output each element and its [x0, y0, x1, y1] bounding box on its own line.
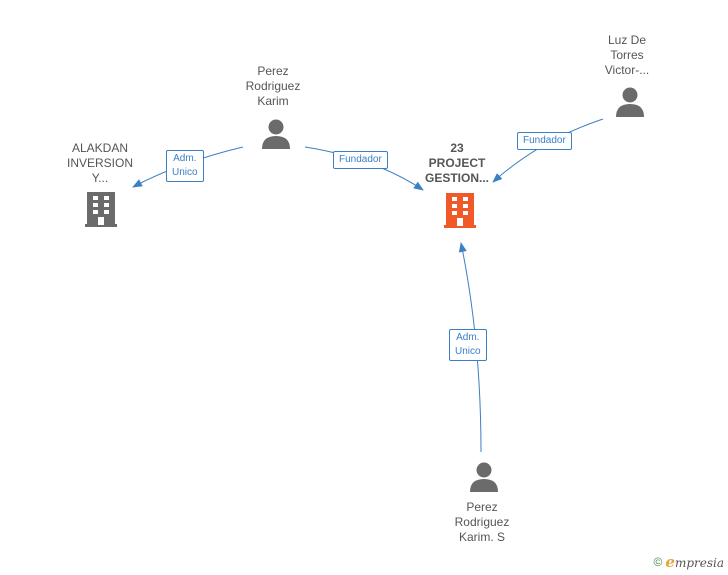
edge-luz-to-center [492, 118, 604, 183]
perez-karim-s-label-line-3: Karim. S [458, 530, 505, 544]
perez-karim-label-line-2: Rodriguez [245, 79, 301, 93]
luz-de-torres-person-icon[interactable] [615, 87, 645, 117]
center-company-label-line-1: 23 [450, 141, 464, 155]
footer-branding: © empresia [654, 553, 724, 571]
alakdan-label-line-2: INVERSION [66, 156, 133, 170]
perez-karim-label-line-3: Karim [257, 94, 289, 108]
edge-label-perez-s-to-center[interactable]: Adm. Unico [449, 329, 487, 361]
center-company-label-line-2: PROJECT [428, 156, 486, 170]
copyright-symbol: © [653, 555, 663, 569]
edge-label-perez-to-center[interactable]: Fundador [333, 151, 388, 169]
perez-karim-person-icon[interactable] [261, 119, 291, 149]
luz-de-torres-label-line-2: Torres [610, 48, 644, 62]
edge-label-line: Adm. [173, 153, 197, 164]
edge-label-line: Fundador [523, 135, 566, 146]
edge-label-line: Fundador [339, 154, 382, 165]
empresia-logo[interactable]: empresia [665, 553, 724, 571]
brand-initial: e [665, 553, 675, 571]
edge-label-perez-to-alakdan[interactable]: Adm. Unico [166, 150, 204, 182]
perez-karim-label[interactable]: Perez Rodriguez Karim [228, 64, 318, 109]
perez-karim-s-label[interactable]: Perez Rodriguez Karim. S [437, 500, 527, 545]
center-company-label[interactable]: 23 PROJECT GESTION... [412, 141, 502, 186]
perez-karim-s-label-line-1: Perez [466, 500, 498, 514]
perez-karim-label-line-1: Perez [257, 64, 289, 78]
alakdan-building-icon[interactable] [85, 192, 117, 227]
edge-label-line: Unico [455, 346, 481, 357]
center-company-building-icon[interactable] [444, 193, 476, 228]
center-company-label-line-3: GESTION... [424, 171, 489, 185]
edge-label-luz-to-center[interactable]: Fundador [517, 132, 572, 150]
perez-karim-s-label-line-2: Rodriguez [454, 515, 510, 529]
brand-rest: mpresia [674, 556, 724, 570]
edge-label-line: Adm. [456, 332, 480, 343]
alakdan-label-line-3: Y... [91, 171, 109, 185]
luz-de-torres-label-line-3: Victor-... [604, 63, 650, 77]
luz-de-torres-label-line-1: Luz De [607, 33, 647, 47]
alakdan-label-line-1: ALAKDAN [71, 141, 129, 155]
luz-de-torres-label[interactable]: Luz De Torres Victor-... [582, 33, 672, 78]
alakdan-label[interactable]: ALAKDAN INVERSION Y... [55, 141, 145, 186]
perez-karim-s-person-icon[interactable] [469, 462, 499, 492]
edge-label-line: Unico [172, 167, 198, 178]
